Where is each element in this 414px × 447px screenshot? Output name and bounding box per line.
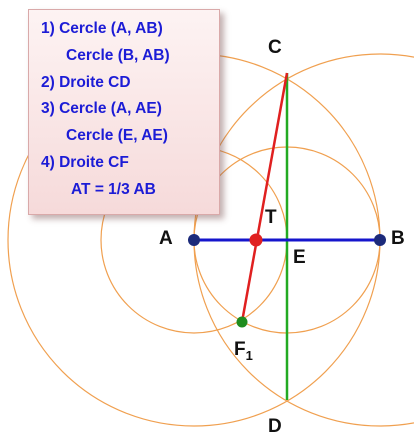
label-t: T	[265, 207, 277, 228]
label-a: A	[159, 228, 173, 249]
point-t	[249, 233, 263, 247]
label-d: D	[268, 416, 282, 437]
construction-steps-box: 1) Cercle (A, AB) Cercle (B, AB) 2) Droite…	[28, 9, 220, 215]
label-b: B	[391, 228, 405, 249]
point-f	[236, 316, 248, 328]
label-f-subscript: 1	[246, 348, 253, 363]
construction-step: 3) Cercle (A, AE)	[41, 100, 162, 118]
construction-step: 2) Droite CD	[41, 73, 131, 91]
construction-step: 4) Droite CF	[41, 153, 129, 171]
label-f: F	[234, 339, 246, 360]
line-cf	[240, 72, 289, 323]
point-b	[374, 234, 386, 246]
construction-step: 1) Cercle (A, AB)	[41, 20, 163, 37]
label-c: C	[268, 37, 282, 58]
construction-step: Cercle (B, AB)	[66, 46, 170, 64]
point-a	[188, 234, 200, 246]
label-f1: F1	[234, 339, 253, 363]
construction-step: AT = 1/3 AB	[71, 180, 156, 198]
construction-step: Cercle (E, AE)	[66, 127, 168, 145]
label-e: E	[293, 247, 306, 268]
